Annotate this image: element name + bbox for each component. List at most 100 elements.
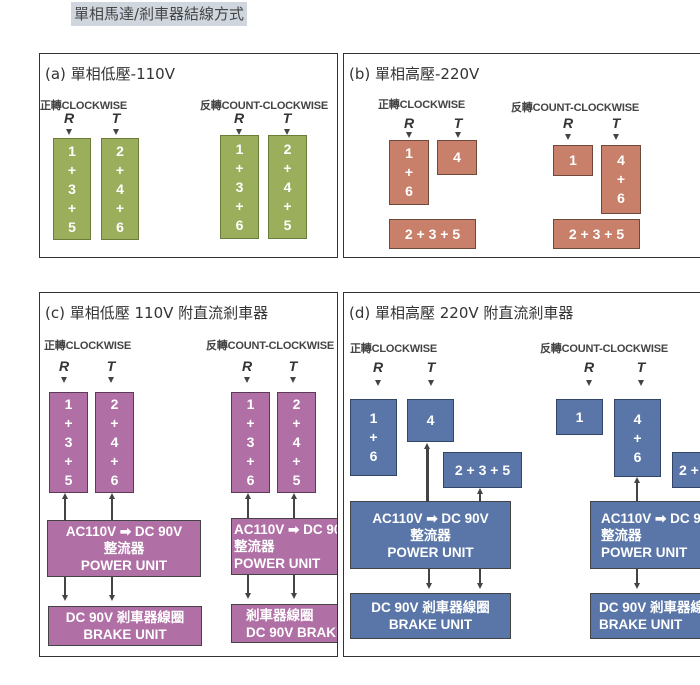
line-text: 整流器: [103, 541, 145, 556]
line-text: 2: [283, 140, 292, 157]
arrow-down-icon: [613, 134, 619, 140]
line-text: +: [246, 453, 255, 469]
page-title: 單相馬達/剎車器結線方式: [71, 2, 248, 26]
line-text: 1: [64, 396, 73, 412]
terminal-block-common: 2 + 3 + 5: [389, 219, 476, 249]
line-text: BRAKE UNIT: [83, 627, 167, 642]
phase-r-label: R: [403, 115, 415, 131]
panel-c-title: (c) 單相低壓 110V 附直流剎車器: [45, 304, 269, 322]
line-text: DC 90V 剎車器線圈: [371, 600, 490, 615]
line-text: +: [292, 453, 301, 469]
panel-d-title: (d) 單相高壓 220V 附直流剎車器: [349, 304, 574, 322]
line-text: 6: [633, 448, 642, 465]
arrow-down-icon: [108, 595, 115, 601]
wire: [426, 449, 429, 501]
line-text: +: [369, 429, 378, 445]
phase-t-label: T: [111, 110, 121, 126]
line-text: 4: [617, 152, 625, 168]
ccw-label: 反轉COUNT-CLOCKWISE: [200, 100, 328, 112]
line-text: 1: [405, 145, 413, 161]
terminal-block-t: 4+6: [614, 399, 661, 477]
line-text: +: [110, 453, 119, 469]
brake-unit: DC 90V 剎車器線圈 BRAKE UNIT: [350, 593, 511, 639]
arrow-up-icon: [290, 493, 297, 499]
ccw-label: 反轉COUNT-CLOCKWISE: [540, 343, 668, 355]
terminal-block-r: 1: [556, 399, 603, 435]
arrow-down-icon: [244, 377, 250, 383]
line-text: +: [115, 161, 125, 178]
line-text: +: [283, 159, 292, 176]
phase-r-label: R: [58, 358, 70, 374]
line-text: +: [64, 453, 73, 469]
wire: [247, 499, 249, 519]
cw-label: 正轉CLOCKWISE: [378, 99, 466, 111]
ccw-label: 反轉COUNT-CLOCKWISE: [511, 102, 639, 114]
wire: [479, 569, 481, 585]
arrow-down-icon: [565, 134, 571, 140]
line-text: 2: [116, 142, 124, 159]
line-text: 1: [246, 396, 255, 412]
line-text: POWER UNIT: [80, 558, 168, 573]
arrow-down-icon: [244, 593, 251, 599]
terminal-block-t: 4: [437, 140, 477, 175]
line-text: 1: [68, 142, 76, 159]
arrow-down-icon: [290, 377, 296, 383]
arrow-down-icon: [113, 129, 119, 135]
terminal-block-common: 2 + 3 + 5: [553, 219, 640, 249]
terminal-block-t: 2+4+5: [277, 392, 316, 493]
phase-t-label: T: [636, 359, 646, 375]
terminal-block-r: 1+3+5: [53, 138, 91, 240]
terminal-block-r: 1+3+6: [220, 135, 259, 239]
line-text: 2: [292, 396, 301, 412]
wire: [293, 575, 295, 595]
line-text: +: [67, 161, 77, 178]
line-text: BRAKE UNIT: [388, 617, 473, 632]
line-text: +: [64, 415, 73, 431]
wire: [111, 499, 113, 521]
phase-t-label: T: [282, 110, 292, 126]
line-text: DC 90V BRAKE UNIT: [246, 624, 337, 640]
arrow-down-icon: [284, 129, 290, 135]
line-text: 整流器: [410, 527, 451, 543]
panel-a-single-phase-110v: (a) 單相低壓-110V 正轉CLOCKWISE R T 1+3+5 2+4+…: [39, 53, 338, 258]
line-text: 5: [283, 216, 292, 233]
line-text: POWER UNIT: [234, 556, 321, 571]
terminal-block-r: 1: [553, 145, 593, 176]
panel-d-220v-with-dc-brake: (d) 單相高壓 220V 附直流剎車器 正轉CLOCKWISE R T 1+6…: [343, 292, 700, 657]
phase-r-label: R: [63, 110, 75, 126]
arrow-up-icon: [476, 488, 483, 494]
line-text: 3: [246, 434, 255, 450]
line-text: AC110V ➡ DC 90V: [234, 522, 337, 537]
arrow-down-icon: [290, 593, 297, 599]
line-text: +: [404, 164, 414, 180]
line-text: 3: [64, 434, 73, 450]
wire: [293, 499, 295, 519]
line-text: 4: [426, 412, 435, 428]
wire: [636, 569, 638, 585]
phase-r-label: R: [372, 359, 384, 375]
line-text: 4: [633, 410, 642, 427]
line-text: 6: [617, 190, 625, 206]
line-text: 6: [235, 216, 244, 233]
arrow-down-icon: [61, 377, 67, 383]
wire: [111, 577, 113, 597]
arrow-down-icon: [428, 380, 434, 386]
line-text: 6: [110, 472, 119, 488]
wire: [636, 483, 638, 501]
arrow-up-icon: [108, 493, 115, 499]
phase-t-label: T: [453, 115, 463, 131]
line-text: 1: [369, 410, 378, 426]
line-text: AC110V ➡ DC 90V: [601, 510, 700, 526]
arrow-up-icon: [61, 493, 68, 499]
line-text: +: [283, 197, 292, 214]
line-text: +: [246, 415, 255, 431]
line-text: 6: [369, 448, 378, 464]
terminal-block-common: 2 + 3 + 5: [672, 452, 700, 488]
line-text: 2: [110, 396, 119, 412]
